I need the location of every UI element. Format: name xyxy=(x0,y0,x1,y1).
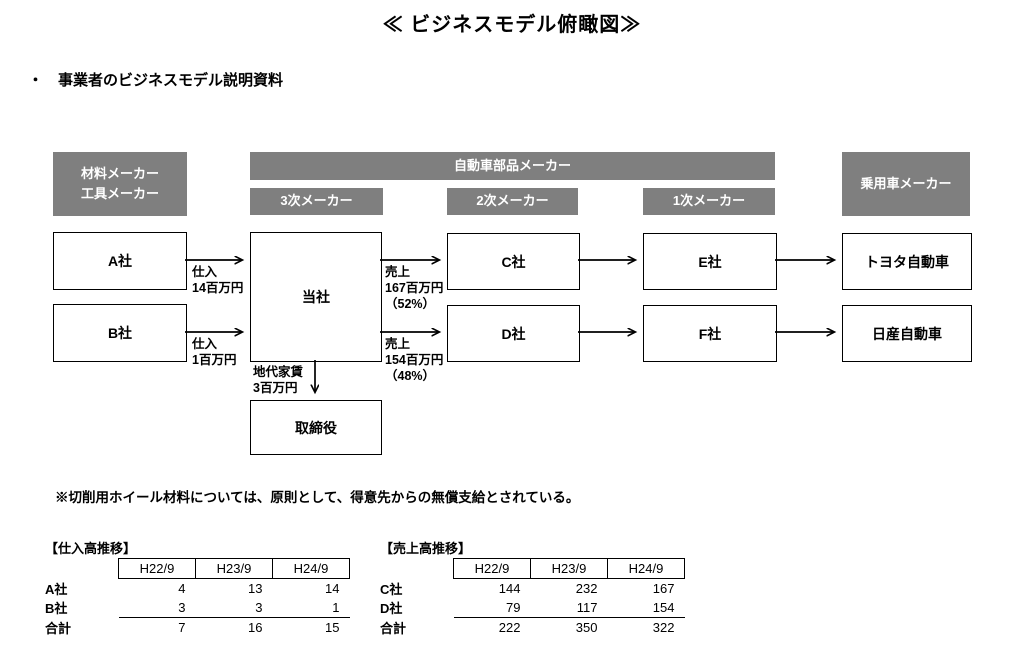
table-row: D社 79 117 154 xyxy=(380,598,685,618)
column-header: H22/9 xyxy=(118,558,196,579)
column-header: H22/9 xyxy=(453,558,531,579)
label-purchase-a: 仕入 14百万円 xyxy=(192,265,244,295)
table-header-row: H22/9 H23/9 H24/9 xyxy=(45,558,350,579)
table-total-row: 合計 7 16 15 xyxy=(45,620,340,636)
header-tier3-maker: 3次メーカー xyxy=(250,188,383,215)
header-passenger-car-maker: 乗用車メーカー xyxy=(842,152,970,216)
table-total-row: 合計 222 350 322 xyxy=(380,620,675,636)
node-company-a: A社 xyxy=(53,232,187,290)
header-auto-parts-maker: 自動車部品メーカー xyxy=(250,152,775,180)
node-company-e: E社 xyxy=(643,233,777,290)
sales-table-title: 【売上高推移】 xyxy=(380,541,472,556)
node-nissan: 日産自動車 xyxy=(842,305,972,362)
label-sales-d: 売上 154百万円 （48%） xyxy=(385,337,444,383)
node-own-company: 当社 xyxy=(250,232,382,362)
header-tier1-maker: 1次メーカー xyxy=(643,188,775,215)
label-sales-c: 売上 167百万円 （52%） xyxy=(385,265,444,311)
table-row: B社 3 3 1 xyxy=(45,598,350,618)
sales-table: 【売上高推移】 H22/9 H23/9 H24/9 C社 144 232 167… xyxy=(380,538,685,637)
header-tier2-maker: 2次メーカー xyxy=(447,188,578,215)
table-row: A社 4 13 14 xyxy=(45,581,340,597)
column-header: H24/9 xyxy=(272,558,350,579)
table-row: C社 144 232 167 xyxy=(380,581,675,597)
column-header: H23/9 xyxy=(530,558,608,579)
node-company-c: C社 xyxy=(447,233,580,290)
footnote: ※切削用ホイール材料については、原則として、得意先からの無償支給とされている。 xyxy=(55,490,580,505)
header-material-maker: 材料メーカー 工具メーカー xyxy=(53,152,187,216)
table-header-row: H22/9 H23/9 H24/9 xyxy=(380,558,685,579)
node-company-b: B社 xyxy=(53,304,187,362)
label-purchase-b: 仕入 1百万円 xyxy=(192,337,237,367)
node-company-f: F社 xyxy=(643,305,777,362)
purchases-table-title: 【仕入高推移】 xyxy=(45,541,137,556)
node-toyota: トヨタ自動車 xyxy=(842,233,972,290)
column-header: H24/9 xyxy=(607,558,685,579)
label-rent: 地代家賃 3百万円 xyxy=(253,365,304,395)
subtitle: ・ 事業者のビジネスモデル説明資料 xyxy=(28,69,283,90)
page-title: ≪ ビジネスモデル俯瞰図≫ xyxy=(382,14,642,36)
node-company-d: D社 xyxy=(447,305,580,362)
bullet-point: ・ xyxy=(28,72,44,89)
purchases-table: 【仕入高推移】 H22/9 H23/9 H24/9 A社 4 13 14 B社 … xyxy=(45,538,350,637)
node-directors: 取締役 xyxy=(250,400,382,455)
column-header: H23/9 xyxy=(195,558,273,579)
subtitle-text: 事業者のビジネスモデル説明資料 xyxy=(58,72,284,89)
